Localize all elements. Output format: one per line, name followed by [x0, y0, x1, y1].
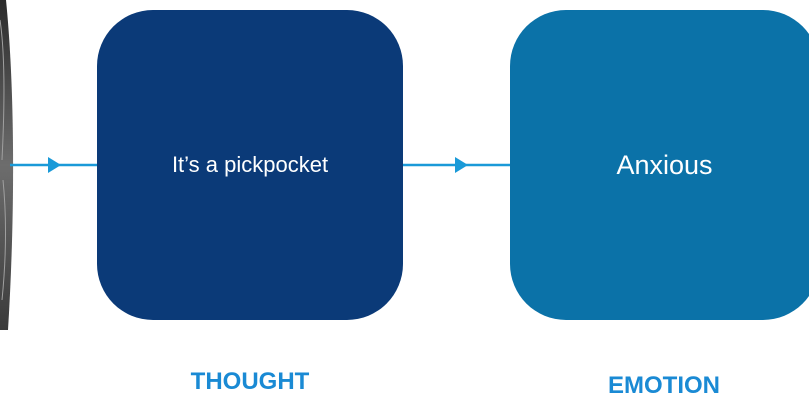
thought-text: It’s a pickpocket: [171, 152, 329, 177]
emotion-node: Anxious: [510, 10, 809, 320]
thought-node: It’s a pickpocket: [97, 10, 403, 320]
situation-photo-edge: [0, 0, 14, 330]
emotion-caption: EMOTION: [608, 372, 720, 399]
emotion-text: Anxious: [616, 149, 713, 180]
connector-arrowhead: [48, 157, 61, 173]
connector-arrowhead: [455, 157, 468, 173]
connector-situation-thought: [10, 157, 97, 173]
thought-caption: THOUGHT: [190, 368, 310, 395]
connector-thought-emotion: [403, 157, 510, 173]
